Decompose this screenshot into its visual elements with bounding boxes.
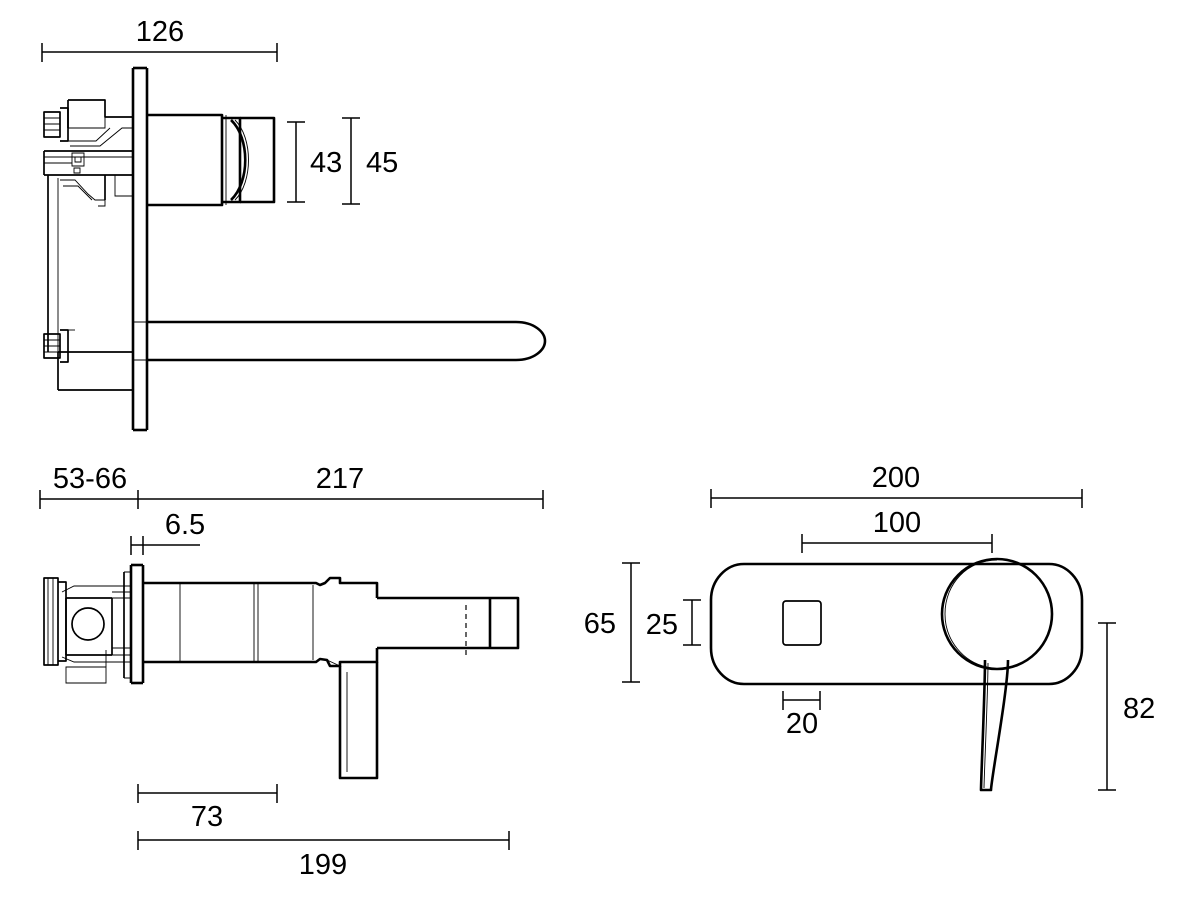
dimension-45-label: 45 [366,147,398,179]
view-side-elevation-upper [43,66,547,432]
dimension-126: 126 [41,16,278,62]
dimension-6-5: 6.5 [130,509,205,555]
view-front-elevation-faceplate [709,557,1084,792]
dimension-45: 45 [342,117,398,205]
dimension-43-label: 43 [310,147,342,179]
dimension-20: 20 [782,691,821,740]
dimension-199-label: 199 [299,849,347,881]
dimension-65-label: 65 [584,608,616,640]
dimension-199: 199 [137,831,510,881]
dimension-65: 65 [584,562,640,683]
dimension-100-label: 100 [873,507,921,539]
dimension-100: 100 [801,507,993,553]
dimension-82-label: 82 [1123,693,1155,725]
dimension-53-66: 53-66 [39,463,139,509]
dimension-43: 43 [287,121,342,203]
dimension-217: 217 [138,463,544,509]
dimension-53-66-label: 53-66 [53,463,127,495]
dimension-126-label: 126 [136,16,184,48]
dimension-20-label: 20 [786,708,818,740]
dimension-25-label: 25 [646,609,678,641]
view-side-elevation-lower [43,563,520,780]
dimension-200: 200 [710,462,1083,508]
dimension-6-5-label: 6.5 [165,509,205,541]
dimension-73-label: 73 [191,801,223,833]
dimension-217-label: 217 [316,463,364,495]
dimension-82: 82 [1098,622,1155,791]
dimension-73: 73 [137,784,278,833]
dimension-25: 25 [646,599,701,646]
dimension-200-label: 200 [872,462,920,494]
